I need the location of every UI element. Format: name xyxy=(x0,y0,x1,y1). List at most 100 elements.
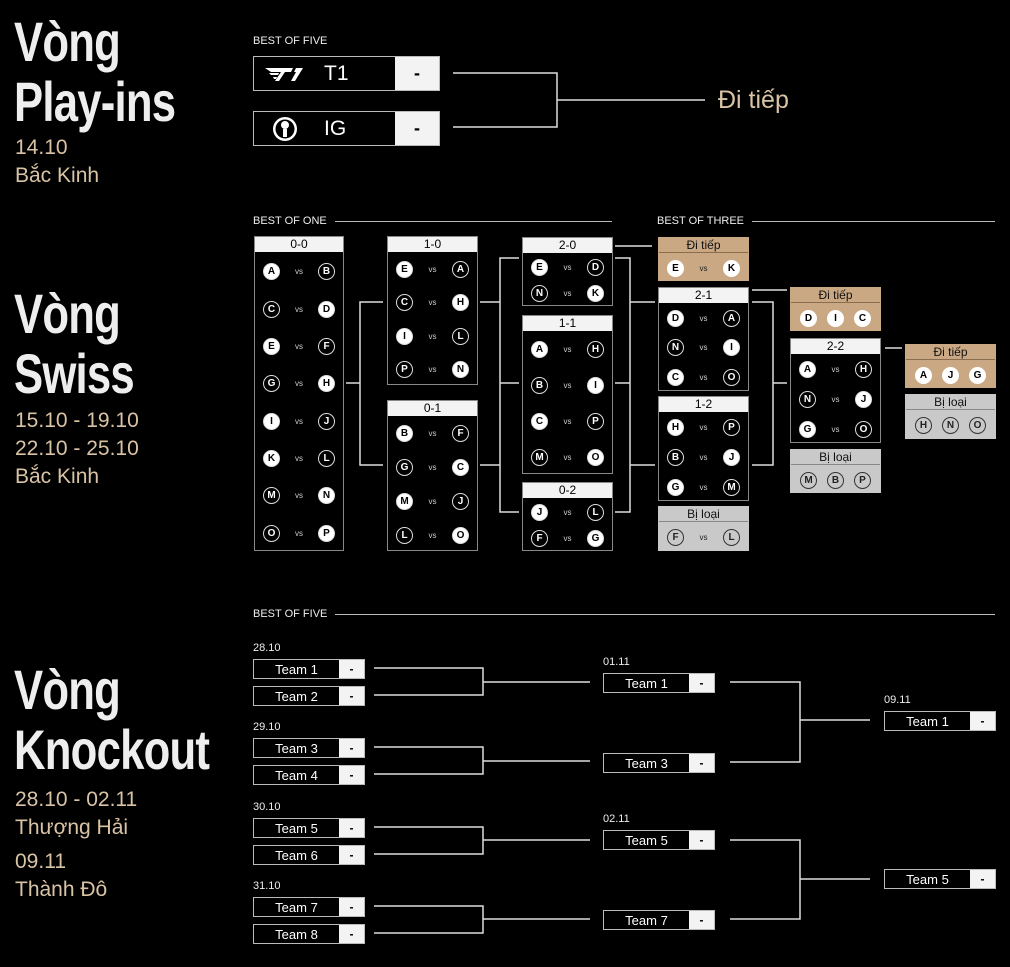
knockout-team-slot[interactable]: Team 7- xyxy=(603,910,715,930)
knockout-team-slot[interactable]: Team 3- xyxy=(603,753,715,773)
vs-label: vs xyxy=(428,364,437,374)
knockout-title-line2: Knockout xyxy=(14,718,210,781)
knockout-team-slot[interactable]: Team 8- xyxy=(253,924,365,944)
team-name: Team 1 xyxy=(275,661,318,677)
group-header: 2-0 xyxy=(523,238,612,253)
team-badge: J xyxy=(452,492,469,510)
team-badge: G xyxy=(667,478,684,496)
vs-label: vs xyxy=(428,298,437,308)
vs-label: vs xyxy=(831,365,840,375)
knockout-team-slot[interactable]: Team 2- xyxy=(253,686,365,706)
team-badge: M xyxy=(263,487,280,505)
vs-label: vs xyxy=(831,394,840,404)
team-badge: E xyxy=(396,261,413,279)
team-score: - xyxy=(339,898,364,916)
team-name: Team 5 xyxy=(625,832,668,848)
vs-label: vs xyxy=(428,265,437,275)
playins-date: 14.10 xyxy=(15,136,68,159)
team-badge: L xyxy=(723,529,740,546)
playins-team-t1[interactable]: T1 - xyxy=(253,56,440,91)
knockout-team-slot[interactable]: Team 4- xyxy=(253,765,365,785)
swiss-date-2: 22.10 - 25.10 xyxy=(15,437,139,460)
team-score: - xyxy=(970,712,995,730)
team-badge: J xyxy=(723,448,740,466)
team-badge: E xyxy=(667,259,684,277)
knockout-team-slot[interactable]: Team 1- xyxy=(884,711,996,731)
match-date: 30.10 xyxy=(253,801,281,813)
vs-label: vs xyxy=(428,496,437,506)
t1-logo-icon xyxy=(254,57,316,90)
knockout-team-slot[interactable]: Team 5- xyxy=(603,830,715,850)
swiss-format-label-bo1: BEST OF ONE xyxy=(253,215,327,227)
group-header: 2-1 xyxy=(659,288,748,303)
knockout-team-slot[interactable]: Team 1- xyxy=(603,673,715,693)
team-score: - xyxy=(689,674,714,692)
team-score: - xyxy=(339,739,364,757)
knockout-format-label: BEST OF FIVE xyxy=(253,608,328,620)
swiss-format-label-bo3: BEST OF THREE xyxy=(657,215,745,227)
knockout-team-slot[interactable]: Team 5- xyxy=(253,818,365,838)
knockout-team-slot[interactable]: Team 1- xyxy=(253,659,365,679)
knockout-team-slot[interactable]: Team 6- xyxy=(253,845,365,865)
team-badge: H xyxy=(587,341,604,359)
knockout-team-slot[interactable]: Team 3- xyxy=(253,738,365,758)
team-badge: B xyxy=(827,471,844,489)
playins-team-ig[interactable]: IG - xyxy=(253,111,440,146)
knockout-team-slot[interactable]: Team 5- xyxy=(884,869,996,889)
knockout-team-slot[interactable]: Team 7- xyxy=(253,897,365,917)
ig-logo-icon xyxy=(254,112,316,145)
vs-label: vs xyxy=(563,289,572,299)
